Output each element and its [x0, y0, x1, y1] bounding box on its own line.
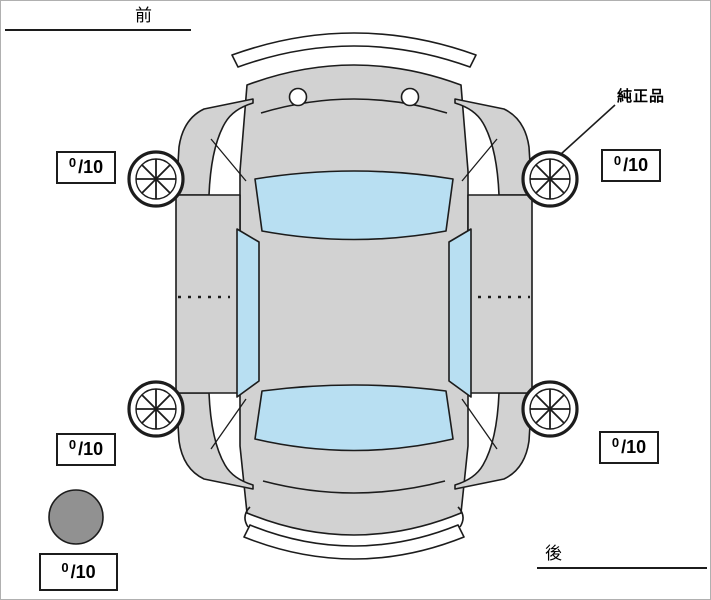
- tire-score-value: 0: [611, 435, 620, 450]
- c-pillar-line-left: [210, 398, 247, 450]
- side-window-right: [448, 228, 472, 398]
- rear-fender-left: [175, 392, 254, 490]
- tire-score-value: 0: [68, 155, 77, 170]
- a-pillar-line-left: [210, 138, 247, 182]
- a-pillar-line-right: [461, 138, 498, 182]
- tire-score-rear-right: 0 /10: [599, 431, 659, 464]
- wheel-front-left: [127, 150, 185, 208]
- rear-bumper-outer-band: [243, 524, 465, 560]
- tire-score-denominator: /10: [78, 157, 104, 177]
- washer-nozzle-left: [288, 87, 308, 107]
- front-label: 前: [135, 6, 152, 25]
- rear-fender-right: [454, 392, 533, 490]
- genuine-part-label: 純正品: [617, 88, 666, 105]
- genuine-part-leader-line: [560, 104, 616, 155]
- side-panel-left: [175, 194, 241, 394]
- tire-score-rear-left: 0 /10: [56, 433, 116, 466]
- tire-score-value: 0: [61, 559, 69, 575]
- tire-score-front-right: 0 /10: [601, 149, 661, 182]
- tire-score-denominator: /10: [78, 439, 104, 459]
- tire-score-denominator: /10: [621, 437, 647, 457]
- tire-score-denominator: /10: [70, 561, 96, 582]
- tire-score-denominator: /10: [623, 155, 649, 175]
- rear-bumper-hook-left: [244, 506, 251, 528]
- spare-tire: [48, 489, 104, 545]
- windshield-glass: [254, 170, 454, 241]
- front-direction-rule: 前: [5, 3, 191, 31]
- rear-label: 後: [545, 544, 562, 563]
- side-window-left: [236, 228, 260, 398]
- tire-score-spare: 0 /10: [39, 553, 118, 591]
- side-panel-right: [467, 194, 533, 394]
- trunk-seam-line: [262, 480, 446, 494]
- rear-window-glass: [254, 384, 454, 452]
- washer-nozzle-right: [400, 87, 420, 107]
- c-pillar-line-right: [461, 398, 498, 450]
- tire-score-value: 0: [68, 437, 77, 452]
- rear-bumper-hook-right: [457, 506, 464, 528]
- front-fender-left: [175, 98, 254, 196]
- car-body-base: [239, 64, 469, 536]
- rear-direction-rule: 後: [537, 541, 707, 569]
- wheel-rear-left: [127, 380, 185, 438]
- wheel-front-right: [521, 150, 579, 208]
- front-bumper-outer-band: [231, 32, 477, 68]
- wheel-rear-right: [521, 380, 579, 438]
- hood-seam-line: [260, 98, 448, 114]
- tire-score-value: 0: [613, 153, 622, 168]
- front-fender-right: [454, 98, 533, 196]
- tire-score-front-left: 0 /10: [56, 151, 116, 184]
